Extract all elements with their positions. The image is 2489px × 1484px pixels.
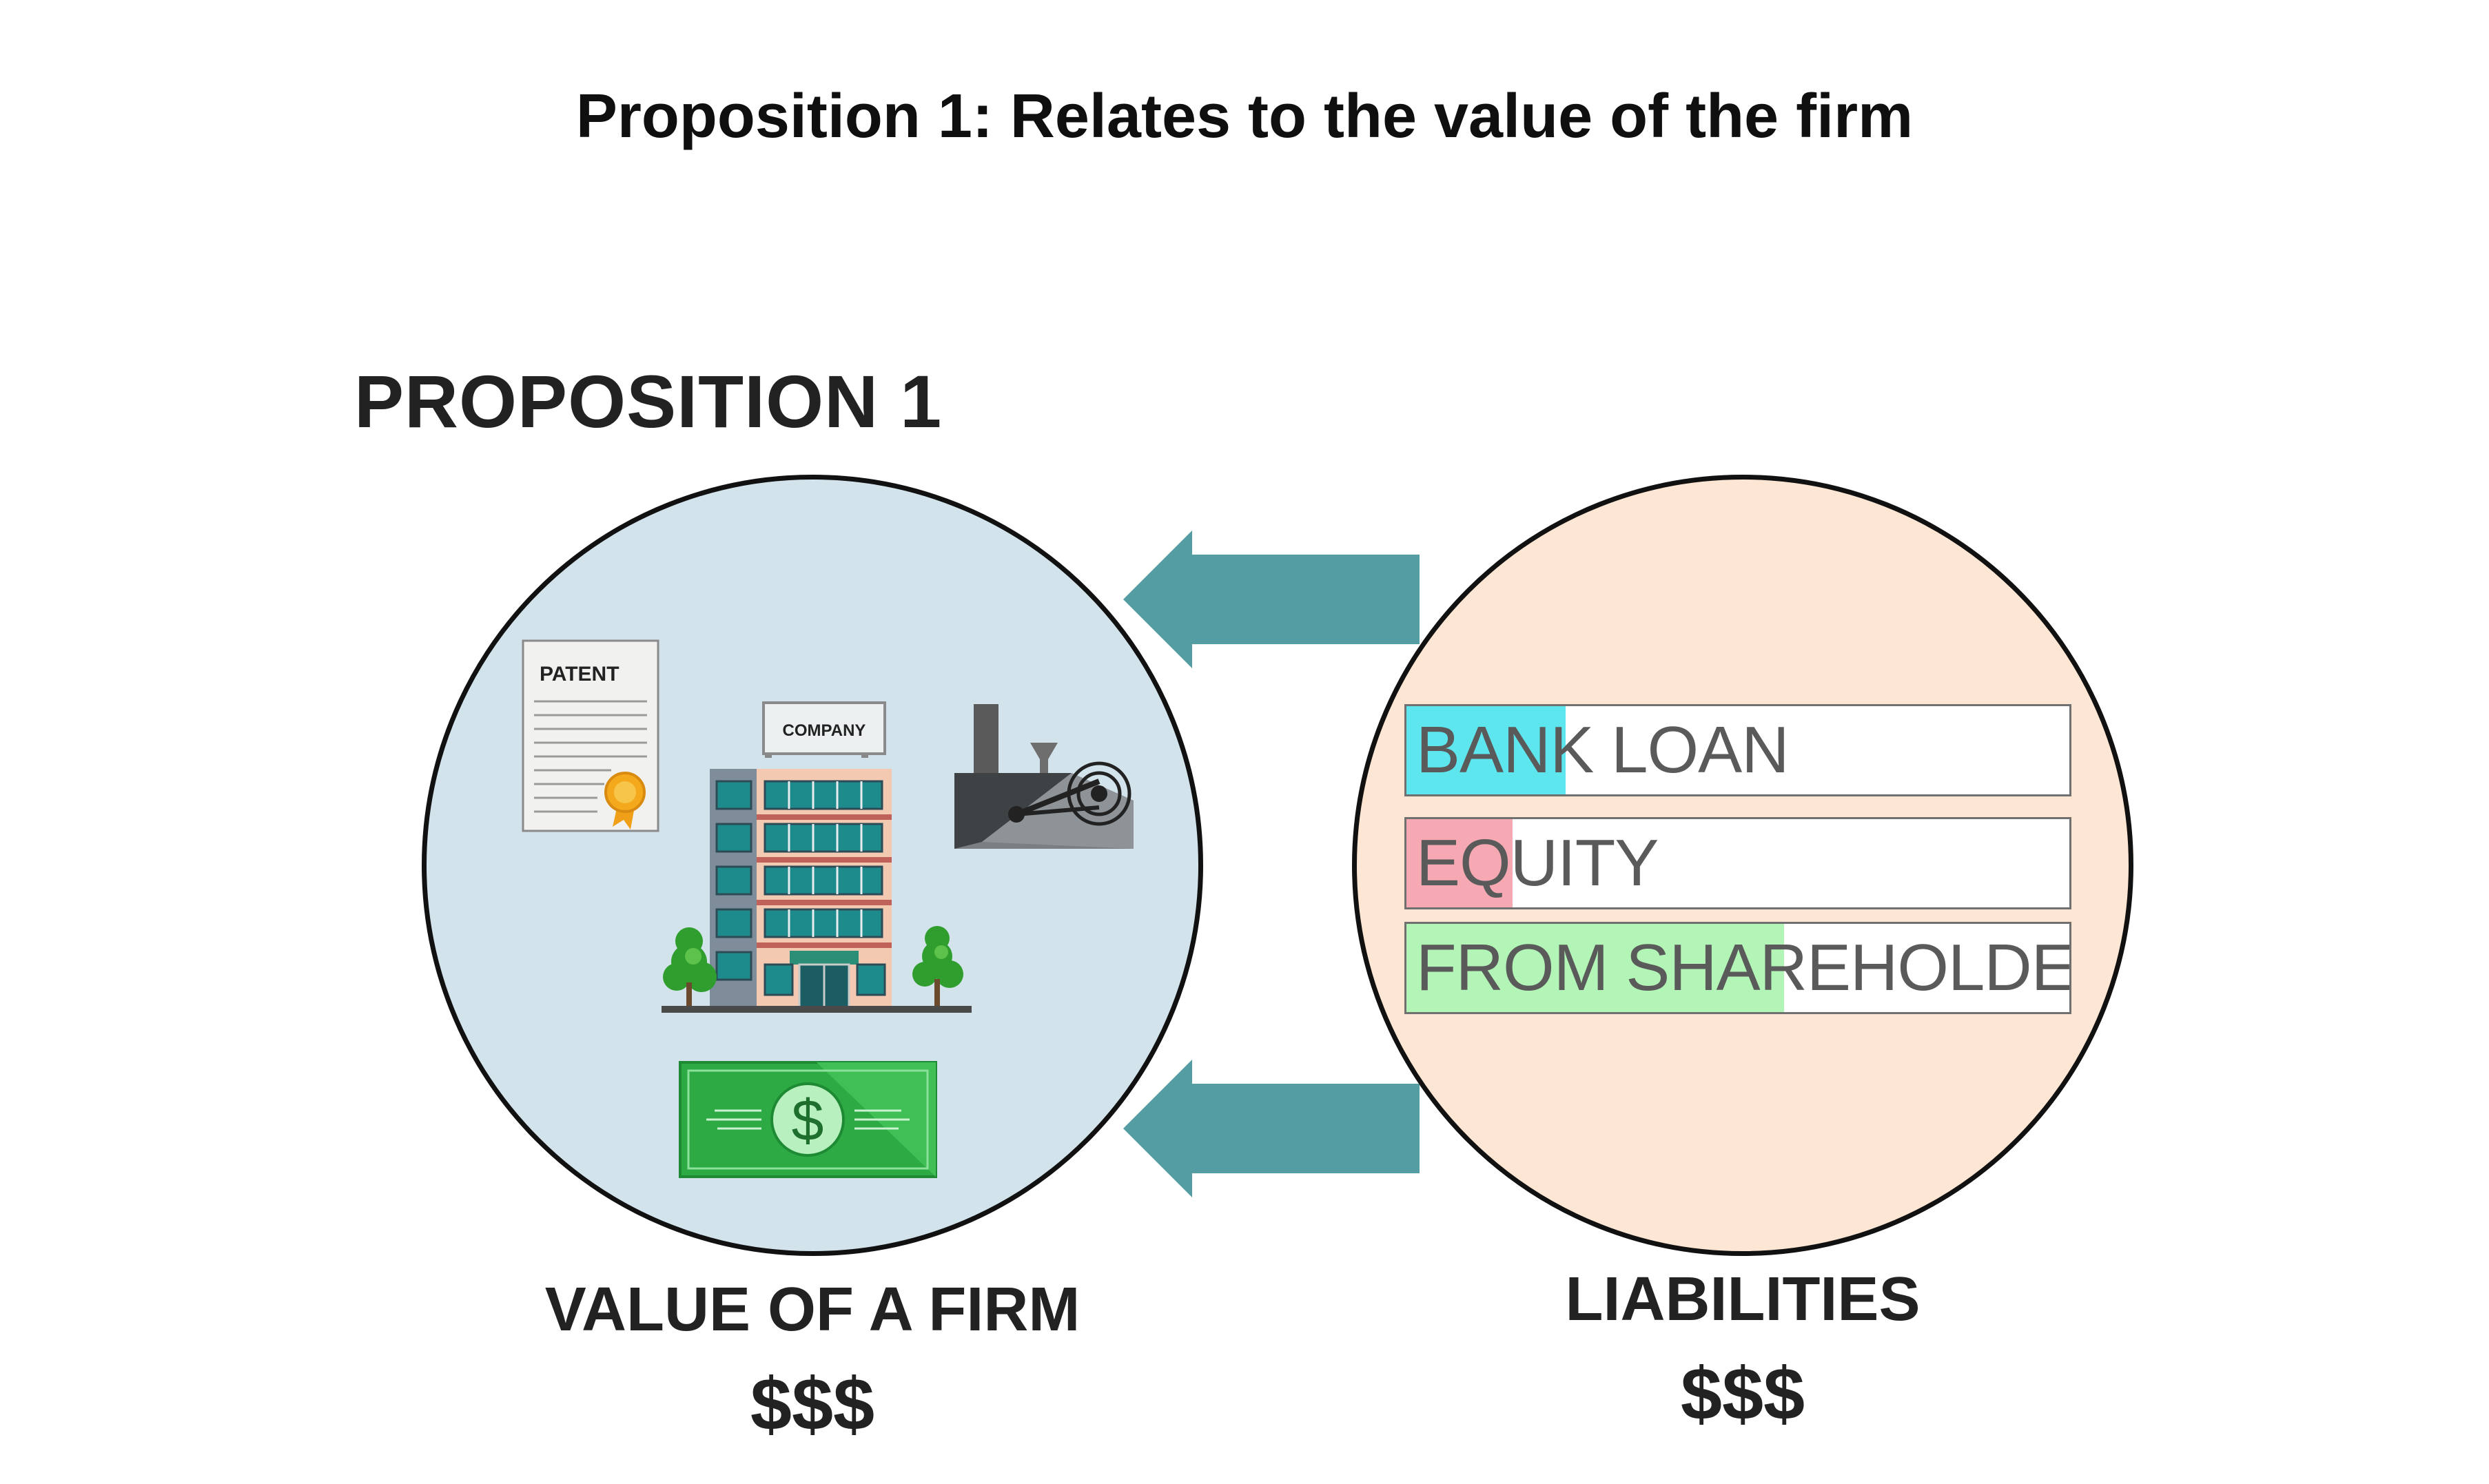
dollar-bill-icon: $ — [679, 1061, 937, 1178]
firm-value-caption: VALUE OF A FIRM — [544, 1275, 1080, 1344]
dollar-symbol: $ — [792, 1088, 824, 1153]
company-building-icon: COMPANY — [662, 701, 972, 1013]
shareholder-bar: FROM SHAREHOLDER — [1404, 922, 2071, 1014]
equity-bar-fill — [1406, 819, 1513, 907]
equity-bar: EQUITY — [1404, 817, 2071, 909]
patent-label: PATENT — [540, 663, 619, 686]
bank-loan-label: BANK LOAN — [1416, 713, 1790, 787]
bank-loan-bar: BANK LOAN — [1404, 704, 2071, 796]
liabilities-amount: $$$ — [1680, 1352, 1805, 1435]
factory-machine-icon — [954, 704, 1134, 849]
bank-loan-bar-fill — [1406, 706, 1566, 794]
equity-label: EQUITY — [1416, 826, 1659, 900]
liabilities-caption: LIABILITIES — [1565, 1265, 1920, 1334]
section-title: PROPOSITION 1 — [354, 360, 943, 443]
page-title: Proposition 1: Relates to the value of t… — [575, 82, 1914, 151]
patent-certificate-icon: PATENT — [522, 639, 659, 832]
arrow-liabilities-to-value-bottom — [1123, 1060, 1420, 1197]
arrow-liabilities-to-value-top — [1123, 530, 1420, 668]
firm-value-amount: $$$ — [750, 1362, 875, 1445]
company-label: COMPANY — [783, 721, 866, 740]
shareholder-label: FROM SHAREHOLDER — [1416, 931, 2071, 1004]
shareholder-bar-fill — [1406, 924, 1785, 1012]
